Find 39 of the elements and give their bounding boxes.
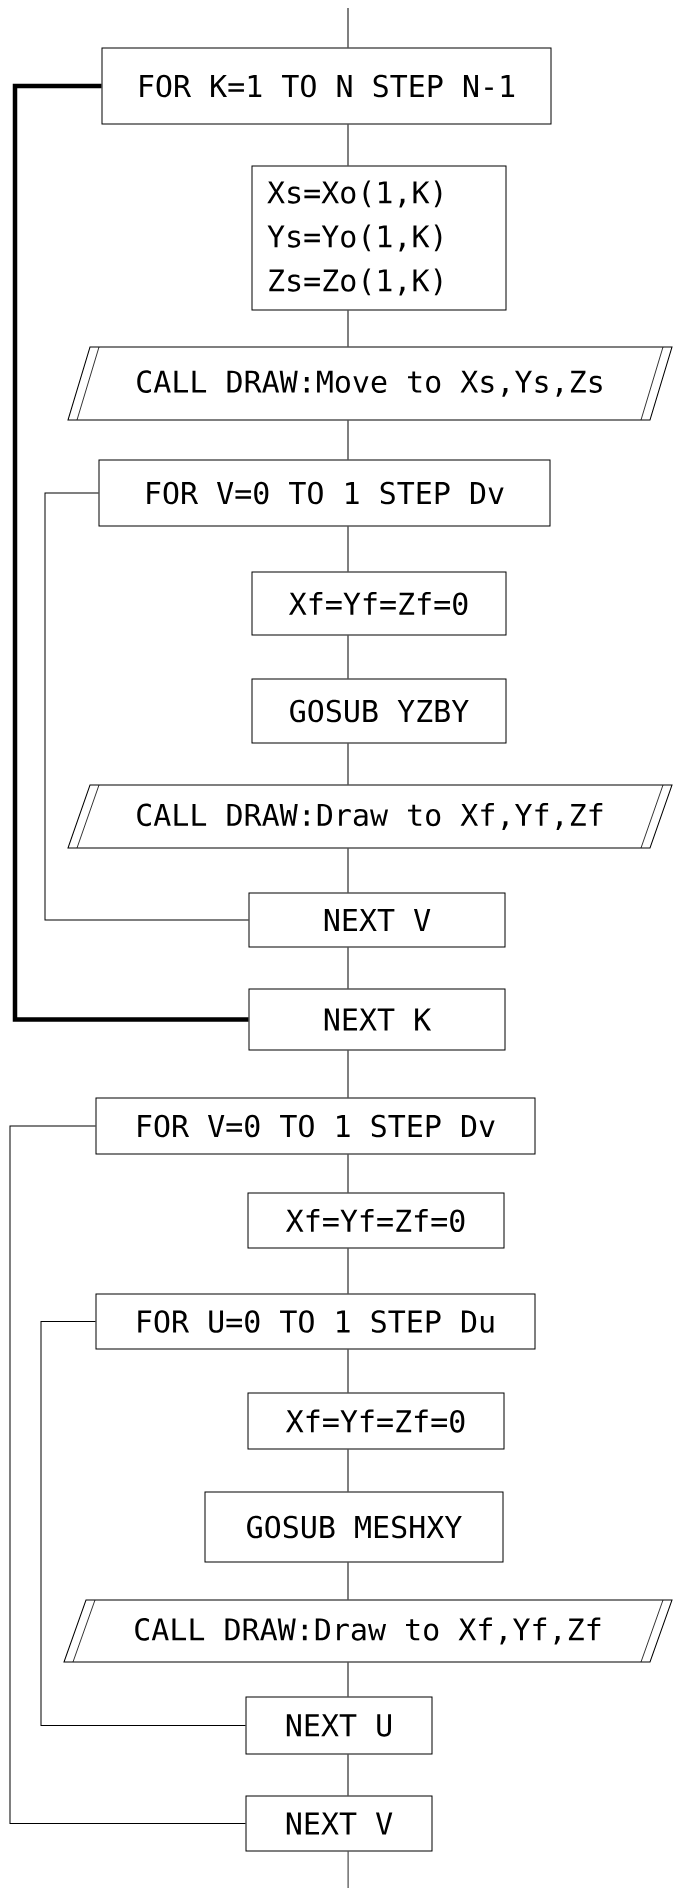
connector-line	[347, 1349, 349, 1393]
connector-line	[44, 492, 249, 921]
connector-line	[347, 310, 349, 347]
connector-line	[9, 1125, 246, 1824]
process-box: GOSUB MESHXY	[204, 1491, 504, 1563]
connector-line	[347, 848, 349, 893]
process-box: FOR V=0 TO 1 STEP Dv	[98, 459, 551, 527]
process-box: Xf=Yf=Zf=0	[251, 571, 507, 636]
io-parallelogram: CALL DRAW:Draw to Xf,Yf,Zf	[67, 784, 673, 849]
process-box: FOR K=1 TO N STEP N-1	[101, 47, 552, 125]
process-box: NEXT V	[248, 892, 506, 948]
connector-line	[347, 420, 349, 460]
connector-line	[347, 7, 349, 48]
connector-line	[347, 1851, 349, 1888]
connector-line	[347, 1662, 349, 1697]
connector-line	[12, 83, 249, 1022]
connector-line	[347, 1248, 349, 1294]
connector-line	[347, 526, 349, 572]
connector-line	[347, 1754, 349, 1796]
process-box: NEXT U	[245, 1696, 433, 1755]
connector-line	[347, 1154, 349, 1193]
process-box: NEXT K	[248, 988, 506, 1051]
io-parallelogram: CALL DRAW:Draw to Xf,Yf,Zf	[63, 1599, 673, 1663]
connector-line	[347, 124, 349, 166]
connector-line	[347, 1562, 349, 1600]
process-box: FOR V=0 TO 1 STEP Dv	[95, 1097, 536, 1155]
connector-line	[347, 1050, 349, 1098]
connector-line	[347, 947, 349, 989]
connector-line	[40, 1321, 246, 1726]
process-box: NEXT V	[245, 1795, 433, 1852]
process-box: Xf=Yf=Zf=0	[247, 1392, 505, 1450]
process-box: FOR U=0 TO 1 STEP Du	[95, 1293, 536, 1350]
process-box: GOSUB YZBY	[251, 678, 507, 744]
io-parallelogram: CALL DRAW:Move to Xs,Ys,Zs	[67, 346, 673, 421]
process-box: Xs=Xo(1,K) Ys=Yo(1,K) Zs=Zo(1,K)	[251, 165, 507, 311]
connector-line	[347, 635, 349, 679]
process-box: Xf=Yf=Zf=0	[247, 1192, 505, 1249]
connector-line	[347, 1449, 349, 1492]
connector-line	[347, 743, 349, 785]
